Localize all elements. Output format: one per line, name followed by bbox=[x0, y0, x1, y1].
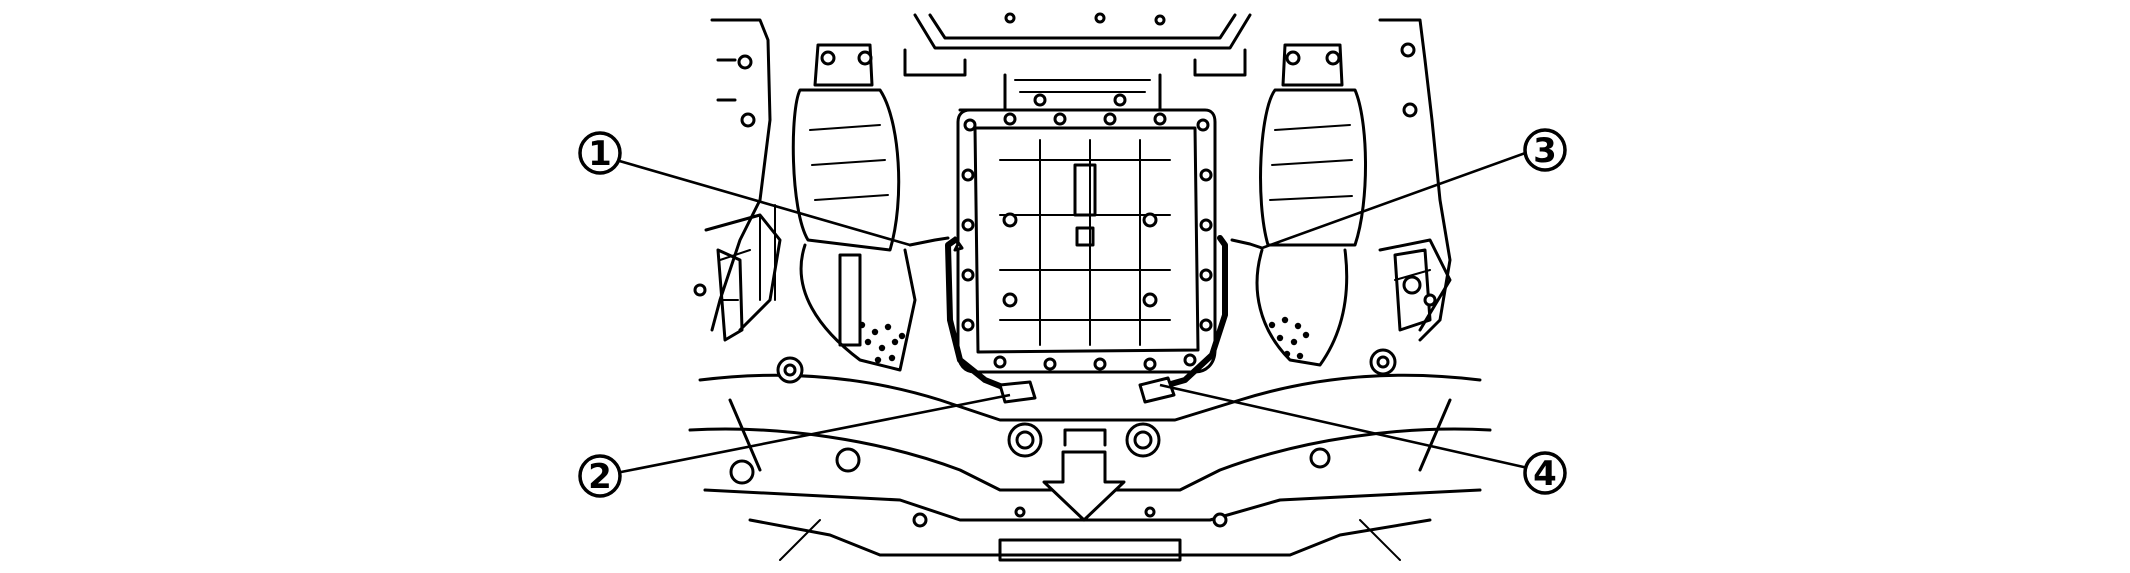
callout-label: 3 bbox=[1533, 131, 1557, 171]
left-heat-shield-dots bbox=[858, 321, 906, 364]
leader-line-3 bbox=[1261, 150, 1529, 250]
leader-line-2 bbox=[615, 393, 1011, 475]
right-heat-shield-dots bbox=[1268, 316, 1310, 360]
transmission-housing-top bbox=[903, 12, 1252, 112]
oil-pan-bolts bbox=[961, 112, 1213, 371]
underbody-line-art bbox=[688, 12, 1492, 562]
down-arrow-icon bbox=[1042, 450, 1126, 522]
left-catalytic-converter bbox=[759, 43, 917, 372]
callout-3: 3 bbox=[1523, 128, 1567, 172]
left-outer-structure bbox=[693, 248, 744, 342]
callout-4: 4 bbox=[1523, 451, 1567, 495]
callout-label: 4 bbox=[1533, 454, 1557, 494]
callout-label: 2 bbox=[588, 457, 612, 497]
oil-pan bbox=[956, 108, 1217, 374]
leader-line-4 bbox=[1159, 383, 1529, 470]
right-frame-rail bbox=[1378, 18, 1452, 342]
callout-2: 2 bbox=[578, 454, 622, 498]
right-catalytic-converter bbox=[1255, 43, 1367, 367]
left-frame-rail bbox=[704, 18, 782, 332]
leader-line-1 bbox=[615, 158, 911, 247]
callout-1: 1 bbox=[578, 131, 622, 175]
callout-label: 1 bbox=[588, 134, 612, 174]
callouts: 1 2 3 4 bbox=[578, 128, 1567, 498]
right-sensor-harness bbox=[1138, 235, 1264, 404]
right-outer-structure bbox=[1393, 248, 1437, 332]
